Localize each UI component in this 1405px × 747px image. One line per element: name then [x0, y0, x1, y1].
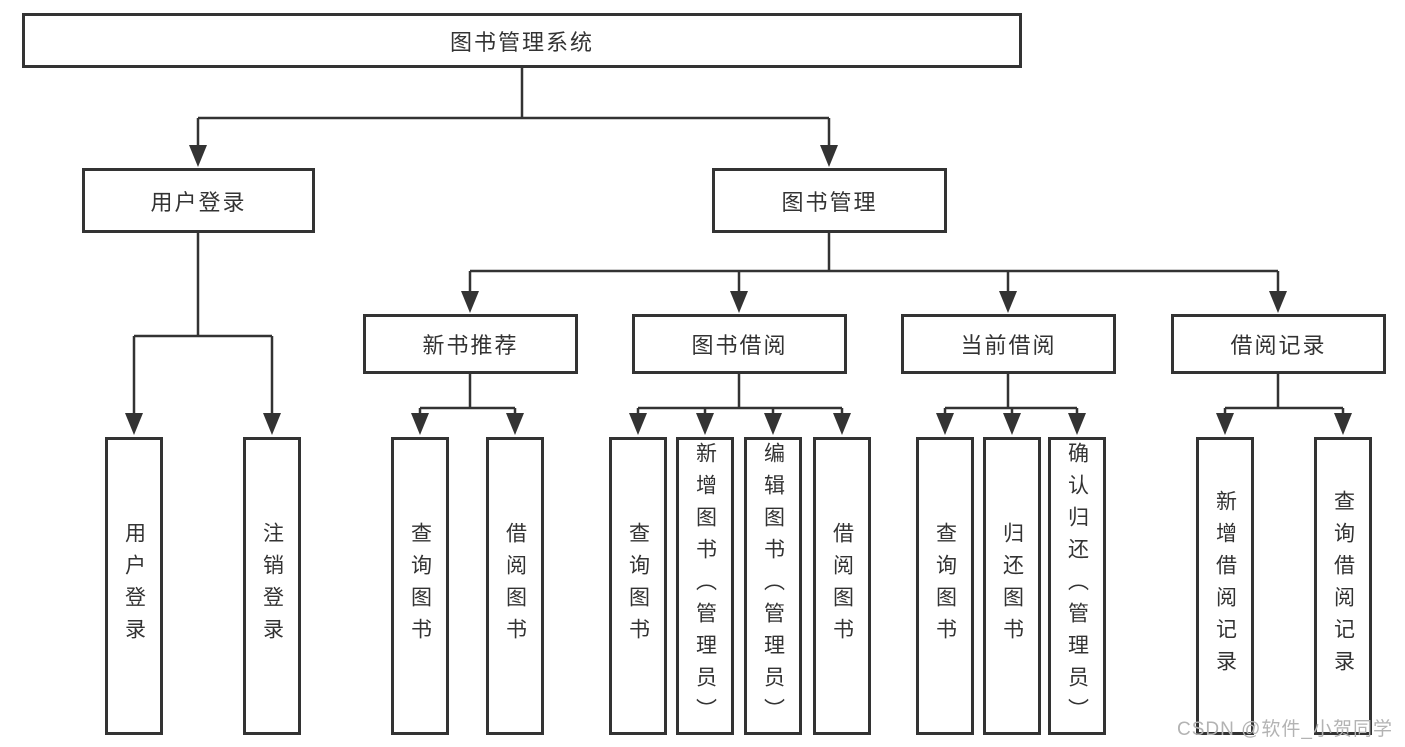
node-leaf-query-borrow-record-label: 查询借阅记录 [1331, 490, 1355, 682]
node-leaf-add-borrow-record-label: 新增借阅记录 [1213, 490, 1237, 682]
node-leaf-query-borrow-record: 查询借阅记录 [1314, 437, 1372, 735]
node-leaf-borrowing-query-books-label: 查询图书 [626, 522, 650, 650]
node-leaf-logout: 注销登录 [243, 437, 301, 735]
node-leaf-add-borrow-record: 新增借阅记录 [1196, 437, 1254, 735]
node-leaf-recommend-borrow-books-label: 借阅图书 [503, 522, 527, 650]
node-root-system: 图书管理系统 [22, 13, 1022, 68]
node-borrowing-records-label: 借阅记录 [1230, 333, 1327, 358]
node-leaf-borrowing-query-books: 查询图书 [609, 437, 667, 735]
node-leaf-user-login: 用户登录 [105, 437, 163, 735]
node-leaf-user-login-label: 用户登录 [122, 522, 146, 650]
node-leaf-edit-books-admin: 编辑图书（管理员） [744, 437, 802, 735]
node-book-borrowing: 图书借阅 [632, 314, 847, 374]
node-leaf-add-books-admin-label: 新增图书（管理员） [693, 442, 717, 730]
node-leaf-recommend-query-books-label: 查询图书 [408, 522, 432, 650]
node-leaf-confirm-return-admin-label: 确认归还（管理员） [1065, 442, 1089, 730]
node-leaf-add-books-admin: 新增图书（管理员） [676, 437, 734, 735]
node-leaf-current-query-books-label: 查询图书 [933, 522, 957, 650]
node-new-book-recommend-label: 新书推荐 [422, 333, 519, 358]
node-leaf-recommend-borrow-books: 借阅图书 [486, 437, 544, 735]
csdn-watermark: CSDN @软件_小贺同学 [1177, 719, 1393, 740]
node-borrowing-records: 借阅记录 [1171, 314, 1386, 374]
node-book-management-module: 图书管理 [712, 168, 947, 233]
node-user-login-module: 用户登录 [82, 168, 315, 233]
node-leaf-current-query-books: 查询图书 [916, 437, 974, 735]
node-current-borrowing: 当前借阅 [901, 314, 1116, 374]
arrowhead-icons [125, 145, 1352, 435]
node-new-book-recommend: 新书推荐 [363, 314, 578, 374]
node-leaf-borrowing-borrow-books-label: 借阅图书 [830, 522, 854, 650]
node-leaf-confirm-return-admin: 确认归还（管理员） [1048, 437, 1106, 735]
node-leaf-edit-books-admin-label: 编辑图书（管理员） [761, 442, 785, 730]
node-leaf-return-books: 归还图书 [983, 437, 1041, 735]
node-book-management-label: 图书管理 [781, 189, 878, 215]
node-root-label: 图书管理系统 [449, 29, 594, 55]
node-current-borrowing-label: 当前借阅 [960, 333, 1057, 358]
node-leaf-borrowing-borrow-books: 借阅图书 [813, 437, 871, 735]
node-leaf-return-books-label: 归还图书 [1000, 522, 1024, 650]
node-user-login-label: 用户登录 [150, 189, 247, 215]
node-leaf-recommend-query-books: 查询图书 [391, 437, 449, 735]
node-leaf-logout-label: 注销登录 [260, 522, 284, 650]
node-book-borrowing-label: 图书借阅 [691, 333, 788, 358]
